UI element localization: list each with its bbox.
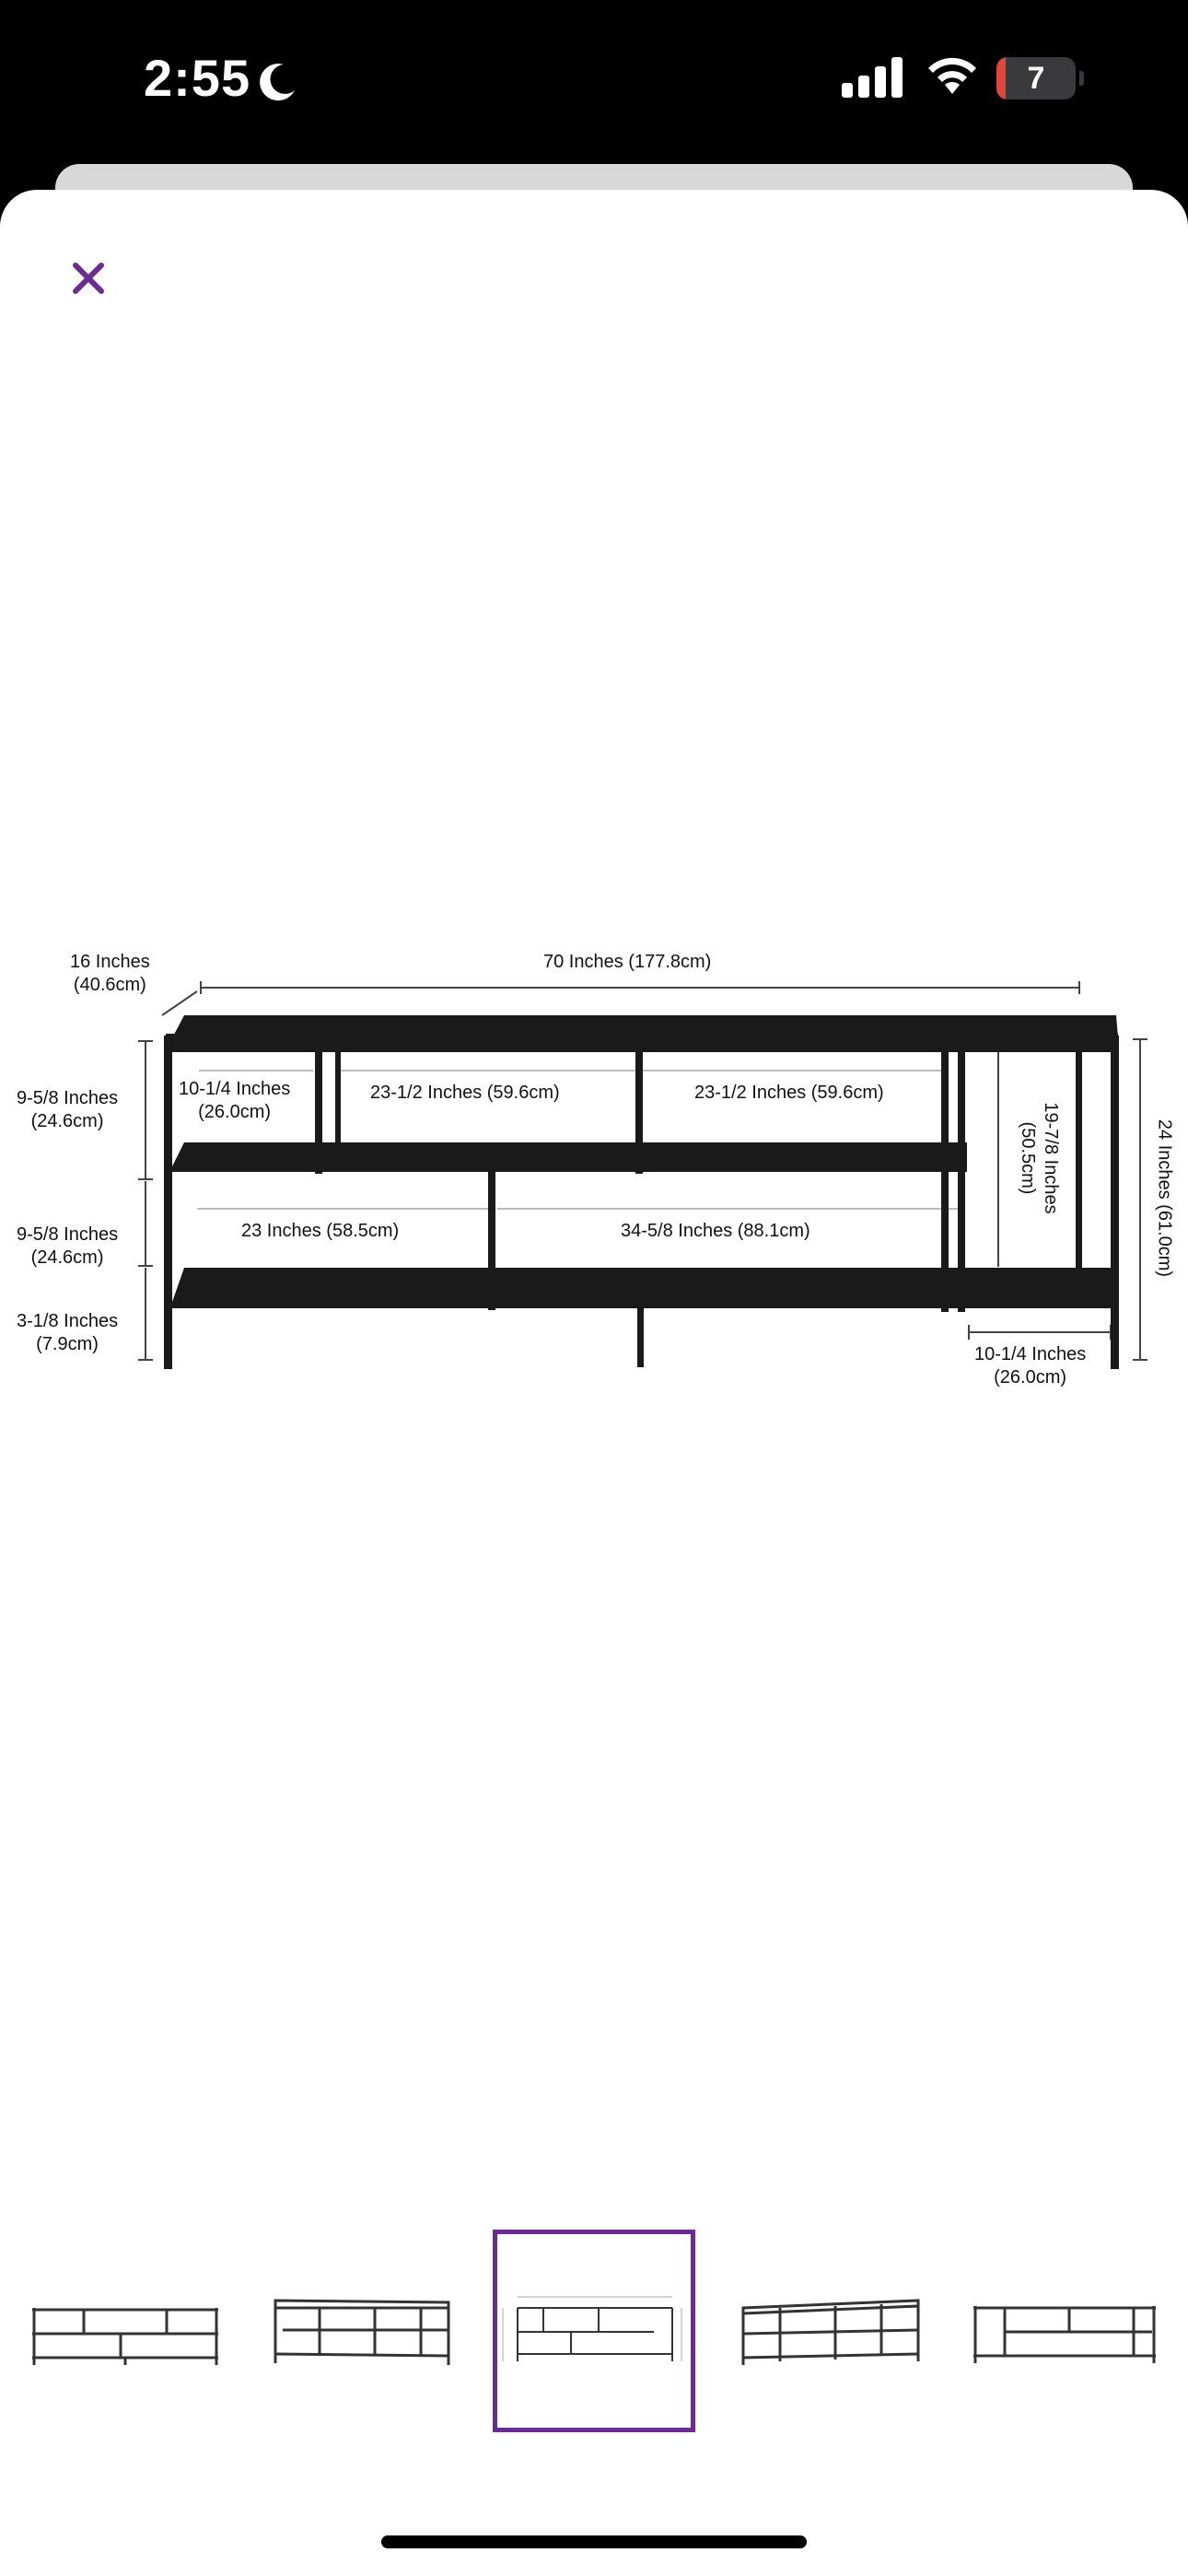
top-shelf-gap-dimension: 9-5/8 Inches (24.6cm) [17, 1087, 118, 1133]
status-time: 2:55 [144, 49, 251, 107]
depth-cm: (40.6cm) [73, 975, 146, 995]
thumbnail-3-selected[interactable] [493, 2230, 695, 2432]
battery-level: 7 [1027, 61, 1045, 96]
depth-inches: 16 Inches [70, 952, 150, 972]
cellular-signal-icon [842, 57, 903, 98]
thumbnail-1-image [32, 2308, 218, 2365]
left-cubby-cm: (26.0cm) [198, 1102, 272, 1122]
battery-cap [1079, 71, 1084, 86]
upper-left-span-dimension: 23-1/2 Inches (59.6cm) [370, 1083, 560, 1103]
right-cubby-inches: 10-1/4 Inches [974, 1344, 1087, 1364]
thumbnail-1[interactable] [24, 2230, 227, 2432]
tall-section-cm: (50.5cm) [1018, 1121, 1038, 1195]
wifi-icon [928, 57, 976, 94]
left-cubby-dimension: 10-1/4 Inches (26.0cm) [179, 1078, 290, 1124]
depth-dimension: 16 Inches (40.6cm) [70, 951, 150, 997]
right-cubby-dimension: 10-1/4 Inches (26.0cm) [974, 1343, 1086, 1389]
upper-right-span-dimension: 23-1/2 Inches (59.6cm) [694, 1083, 884, 1103]
thumbnail-3-image [502, 2296, 682, 2361]
tv-stand-drawing [138, 981, 1147, 1369]
battery-fill [996, 57, 1006, 100]
width-dimension: 70 Inches (177.8cm) [543, 952, 712, 972]
close-icon[interactable] [64, 254, 112, 302]
battery-body: 7 [996, 57, 1076, 100]
thumbnail-2-image [274, 2299, 450, 2365]
tall-section-inches: 19-7/8 Inches [1041, 1102, 1061, 1214]
tall-section-dimension: 19-7/8 Inches (50.5cm) [1016, 1094, 1062, 1223]
thumbnail-4[interactable] [729, 2230, 932, 2432]
battery-icon: 7 [996, 57, 1085, 100]
leg-height-cm: (7.9cm) [36, 1334, 99, 1354]
moon-icon [260, 64, 295, 101]
mid-shelf-gap-cm: (24.6cm) [30, 1247, 104, 1268]
lower-left-span-dimension: 23 Inches (58.5cm) [241, 1221, 400, 1241]
total-height-dimension: 24 Inches (61.0cm) [1154, 1118, 1175, 1278]
top-shelf-gap-cm: (24.6cm) [30, 1111, 104, 1131]
leg-height-inches: 3-1/8 Inches [17, 1311, 119, 1331]
image-viewer-sheet [0, 190, 1188, 2576]
status-bar: 2:55 7 [0, 0, 1188, 166]
thumbnail-strip [0, 2202, 1188, 2432]
thumbnail-5[interactable] [963, 2230, 1166, 2432]
top-shelf-gap-inches: 9-5/8 Inches [17, 1088, 119, 1108]
thumbnail-2[interactable] [260, 2230, 462, 2432]
mid-shelf-gap-inches: 9-5/8 Inches [17, 1224, 119, 1245]
left-cubby-inches: 10-1/4 Inches [179, 1079, 291, 1099]
thumbnail-4-image [741, 2299, 920, 2365]
lower-right-span-dimension: 34-5/8 Inches (88.1cm) [621, 1221, 810, 1241]
thumbnail-5-image [973, 2306, 1156, 2363]
product-dimension-image: 16 Inches (40.6cm) 70 Inches (177.8cm) 9… [0, 931, 1188, 1410]
mid-shelf-gap-dimension: 9-5/8 Inches (24.6cm) [17, 1224, 118, 1270]
right-cubby-cm: (26.0cm) [994, 1367, 1067, 1388]
leg-height-dimension: 3-1/8 Inches (7.9cm) [17, 1310, 118, 1356]
home-indicator[interactable] [381, 2535, 807, 2548]
